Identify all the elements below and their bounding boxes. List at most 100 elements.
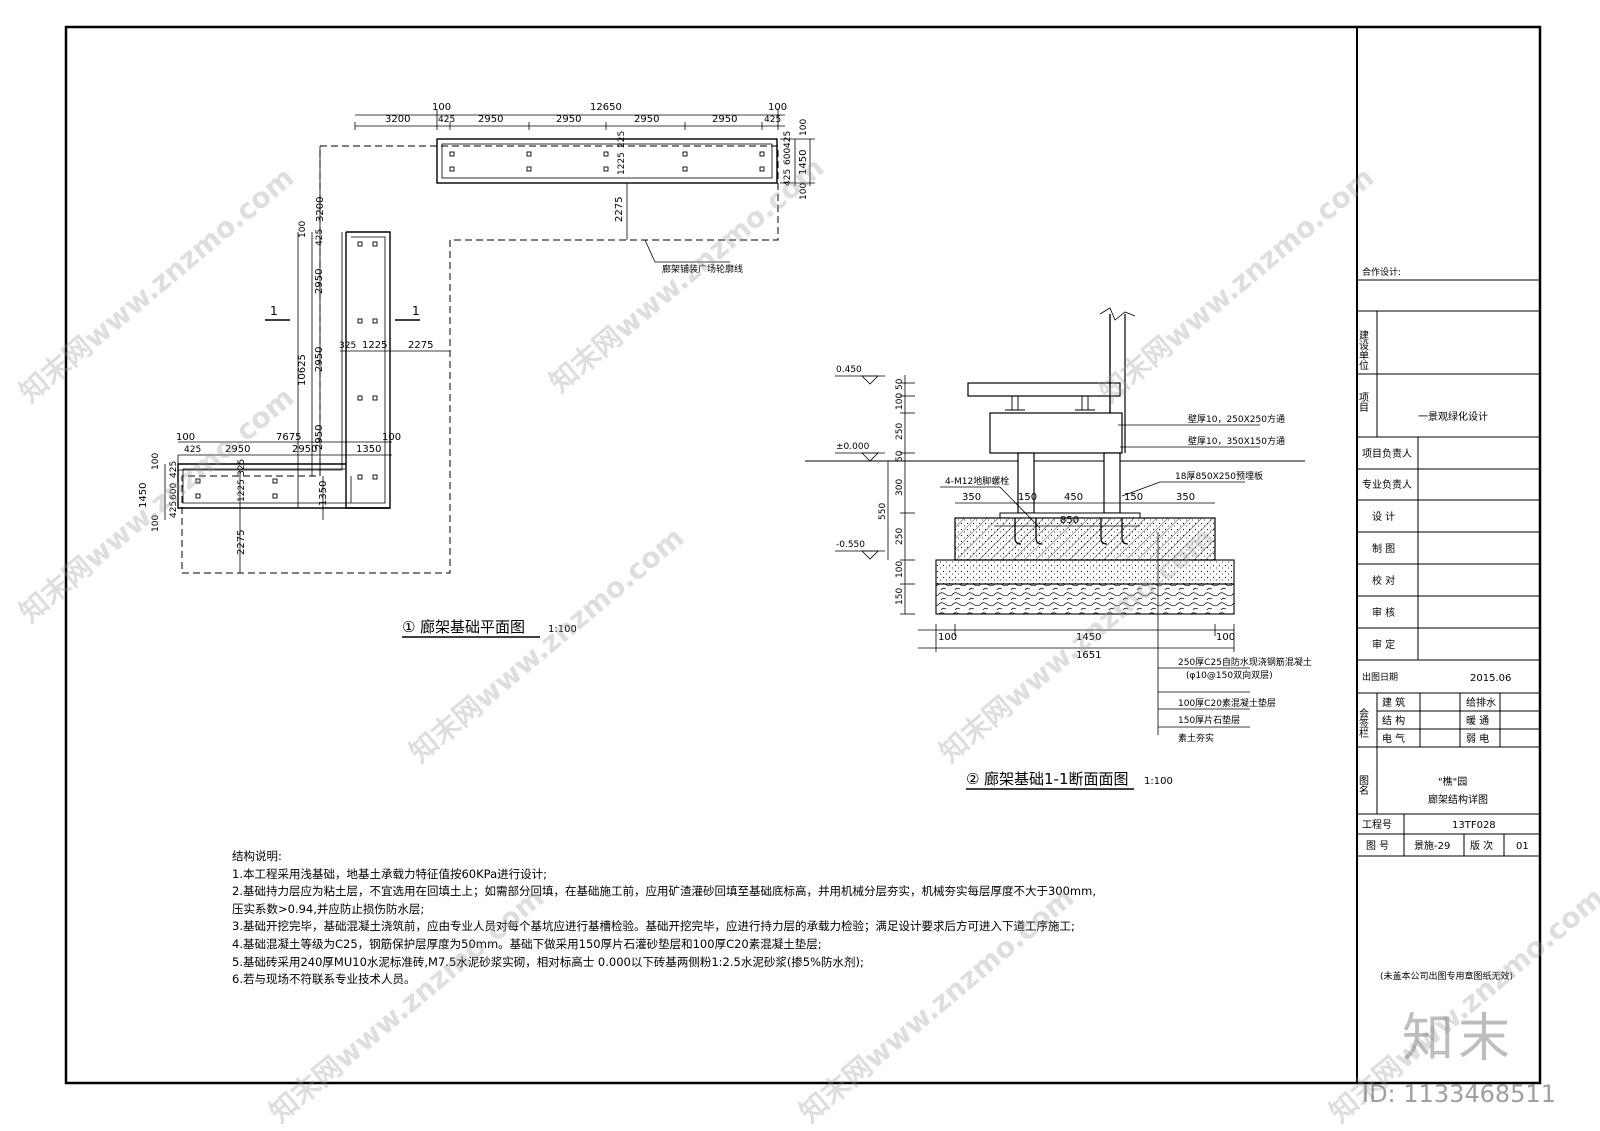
plan-title-number: ① — [402, 618, 415, 636]
rubble-layer — [935, 583, 1235, 615]
vertical-footing — [345, 231, 391, 509]
tb-drawing-name-1: "樵"园 — [1438, 775, 1467, 788]
tb-sign-1a: 结 构 — [1382, 714, 1405, 727]
section-title-number: ② — [966, 770, 979, 788]
dim-bl-425a: 425 — [169, 461, 179, 478]
dim-top-2950c: 2950 — [634, 114, 659, 125]
tb-sheet-label: 图 号 — [1366, 840, 1389, 852]
hdim-1450: 1450 — [1076, 632, 1101, 643]
level-055: -0.550 — [836, 540, 865, 550]
note-item-6: 5.基础砖采用240厚MU10水泥标准砖,M7.5水泥砂浆实砌，相对标高士 0.… — [232, 954, 864, 969]
tb-sign-2b: 弱 电 — [1466, 732, 1489, 745]
tb-sign-label: 会签栏 — [1357, 707, 1369, 739]
dim-top-2950d: 2950 — [712, 114, 737, 125]
level-045: 0.450 — [836, 365, 862, 375]
dim-right-1450: 1450 — [798, 150, 809, 175]
tb-drawing-label: 图名 — [1357, 775, 1369, 796]
tb-date-value: 2015.06 — [1470, 673, 1511, 684]
dim-left-2950c: 2950 — [314, 425, 325, 450]
note-item-1: 1.本工程采用浅基础，地基土承载力特征值按60KPa进行设计; — [232, 866, 547, 881]
dim-mid-325: 325 — [339, 341, 356, 351]
dim-top-2950a: 2950 — [478, 114, 503, 125]
hdim-150a: 150 — [1018, 492, 1037, 503]
dim-mid-1225: 1225 — [617, 152, 627, 175]
dim-right-600: 600 — [783, 148, 793, 165]
vdim-50a: 50 — [895, 378, 905, 390]
dim-bl-425b: 425 — [169, 501, 179, 518]
plaza-outline — [181, 145, 779, 574]
sheet-border — [64, 25, 1542, 1085]
dim-top-3200: 3200 — [385, 114, 410, 125]
dim-mid-225: 225 — [617, 131, 627, 148]
layer-c25: 250厚C25自防水现浇钢筋混凝土 — [1178, 656, 1312, 668]
dim-bot-325: 325 — [237, 459, 247, 476]
dim-right-425: 425 — [783, 131, 793, 148]
hdim-150b: 150 — [1124, 492, 1143, 503]
tb-rev-value: 01 — [1516, 841, 1529, 852]
callout-tube-350: 壁厚10，350X150方通 — [1188, 435, 1285, 447]
plan-view: 100 12650 100 3200 425 2950 2950 2950 29… — [138, 102, 815, 638]
tb-role-6: 审 定 — [1372, 638, 1395, 651]
section-mark-right: 1 — [412, 304, 420, 318]
vdim-100b: 100 — [895, 561, 905, 578]
tb-role-1: 专业负责人 — [1362, 478, 1412, 491]
structural-notes: 结构说明: 1.本工程采用浅基础，地基土承载力特征值按60KPa进行设计; 2.… — [232, 848, 1096, 989]
callout-tube-250: 壁厚10，250X250方通 — [1188, 413, 1285, 425]
tb-sign-1b: 暖 通 — [1466, 714, 1489, 727]
vdim-550: 550 — [878, 503, 888, 520]
dim-mid-2275a: 2275 — [408, 340, 433, 351]
dim-arm-2950a: 2950 — [225, 444, 250, 455]
dim-bl-100a: 100 — [151, 453, 161, 470]
tb-job-label: 工程号 — [1362, 819, 1392, 831]
hdim-100a: 100 — [938, 632, 957, 643]
dim-left-10625: 10625 — [297, 354, 308, 386]
level-000: ±0.000 — [836, 442, 870, 452]
layer-rubble: 150厚片石垫层 — [1178, 714, 1240, 726]
tb-coop: 合作设计: — [1362, 266, 1401, 278]
dim-left-3200: 3200 — [315, 197, 326, 222]
dim-left-2950b: 2950 — [314, 347, 325, 372]
tb-date-label: 出图日期 — [1362, 671, 1398, 683]
vdim-50b: 50 — [895, 450, 905, 462]
dim-bl-1450: 1450 — [138, 483, 149, 508]
section-scale: 1:100 — [1144, 776, 1173, 787]
dim-bl-2275: 2275 — [236, 530, 247, 555]
tb-drawing-name-2: 廊架结构详图 — [1428, 793, 1488, 806]
tb-sign-0b: 给排水 — [1466, 696, 1496, 709]
hdim-450: 450 — [1064, 492, 1083, 503]
post-left — [1017, 452, 1035, 514]
tb-role-3: 制 图 — [1372, 542, 1395, 555]
tb-role-0: 项目负责人 — [1362, 447, 1412, 460]
layer-c20: 100厚C20素混凝土垫层 — [1178, 697, 1276, 709]
hdim-350b: 350 — [1176, 492, 1195, 503]
tb-project-value: 一景观绿化设计 — [1418, 410, 1488, 423]
dim-right-100b: 100 — [799, 183, 809, 200]
hdim-850: 850 — [1060, 515, 1079, 526]
dim-arm-100b: 100 — [382, 432, 401, 443]
dim-left-2950a: 2950 — [314, 269, 325, 294]
post-right — [1103, 452, 1121, 514]
tb-role-2: 设 计 — [1372, 510, 1395, 523]
dim-mid-2275b: 2275 — [614, 197, 625, 222]
vdim-300: 300 — [895, 479, 905, 496]
vdim-250a: 250 — [895, 423, 905, 440]
layer-soil: 素土夯实 — [1178, 732, 1214, 744]
dim-top-2950b: 2950 — [556, 114, 581, 125]
vdim-250b: 250 — [895, 528, 905, 545]
tb-sign-2a: 电 气 — [1382, 732, 1405, 745]
dim-bl-100b: 100 — [151, 515, 161, 532]
title-block — [1357, 279, 1540, 857]
hdim-100b: 100 — [1216, 632, 1235, 643]
dim-left-100: 100 — [298, 221, 308, 238]
callout-bolts: 4-M12地脚螺栓 — [945, 475, 1009, 487]
vdim-150: 150 — [895, 588, 905, 605]
layer-rebar: (φ10@150双向双层) — [1186, 669, 1273, 681]
notes-title: 结构说明: — [232, 849, 282, 863]
dim-left-425: 425 — [315, 229, 325, 246]
tb-client-label: 建设单位 — [1357, 329, 1369, 370]
section-title: 廊架基础1-1断面面图 — [984, 770, 1129, 788]
dim-bl-600: 600 — [169, 483, 179, 500]
dim-arm-1350a: 1350 — [356, 444, 381, 455]
dim-right-425b: 425 — [783, 169, 793, 186]
